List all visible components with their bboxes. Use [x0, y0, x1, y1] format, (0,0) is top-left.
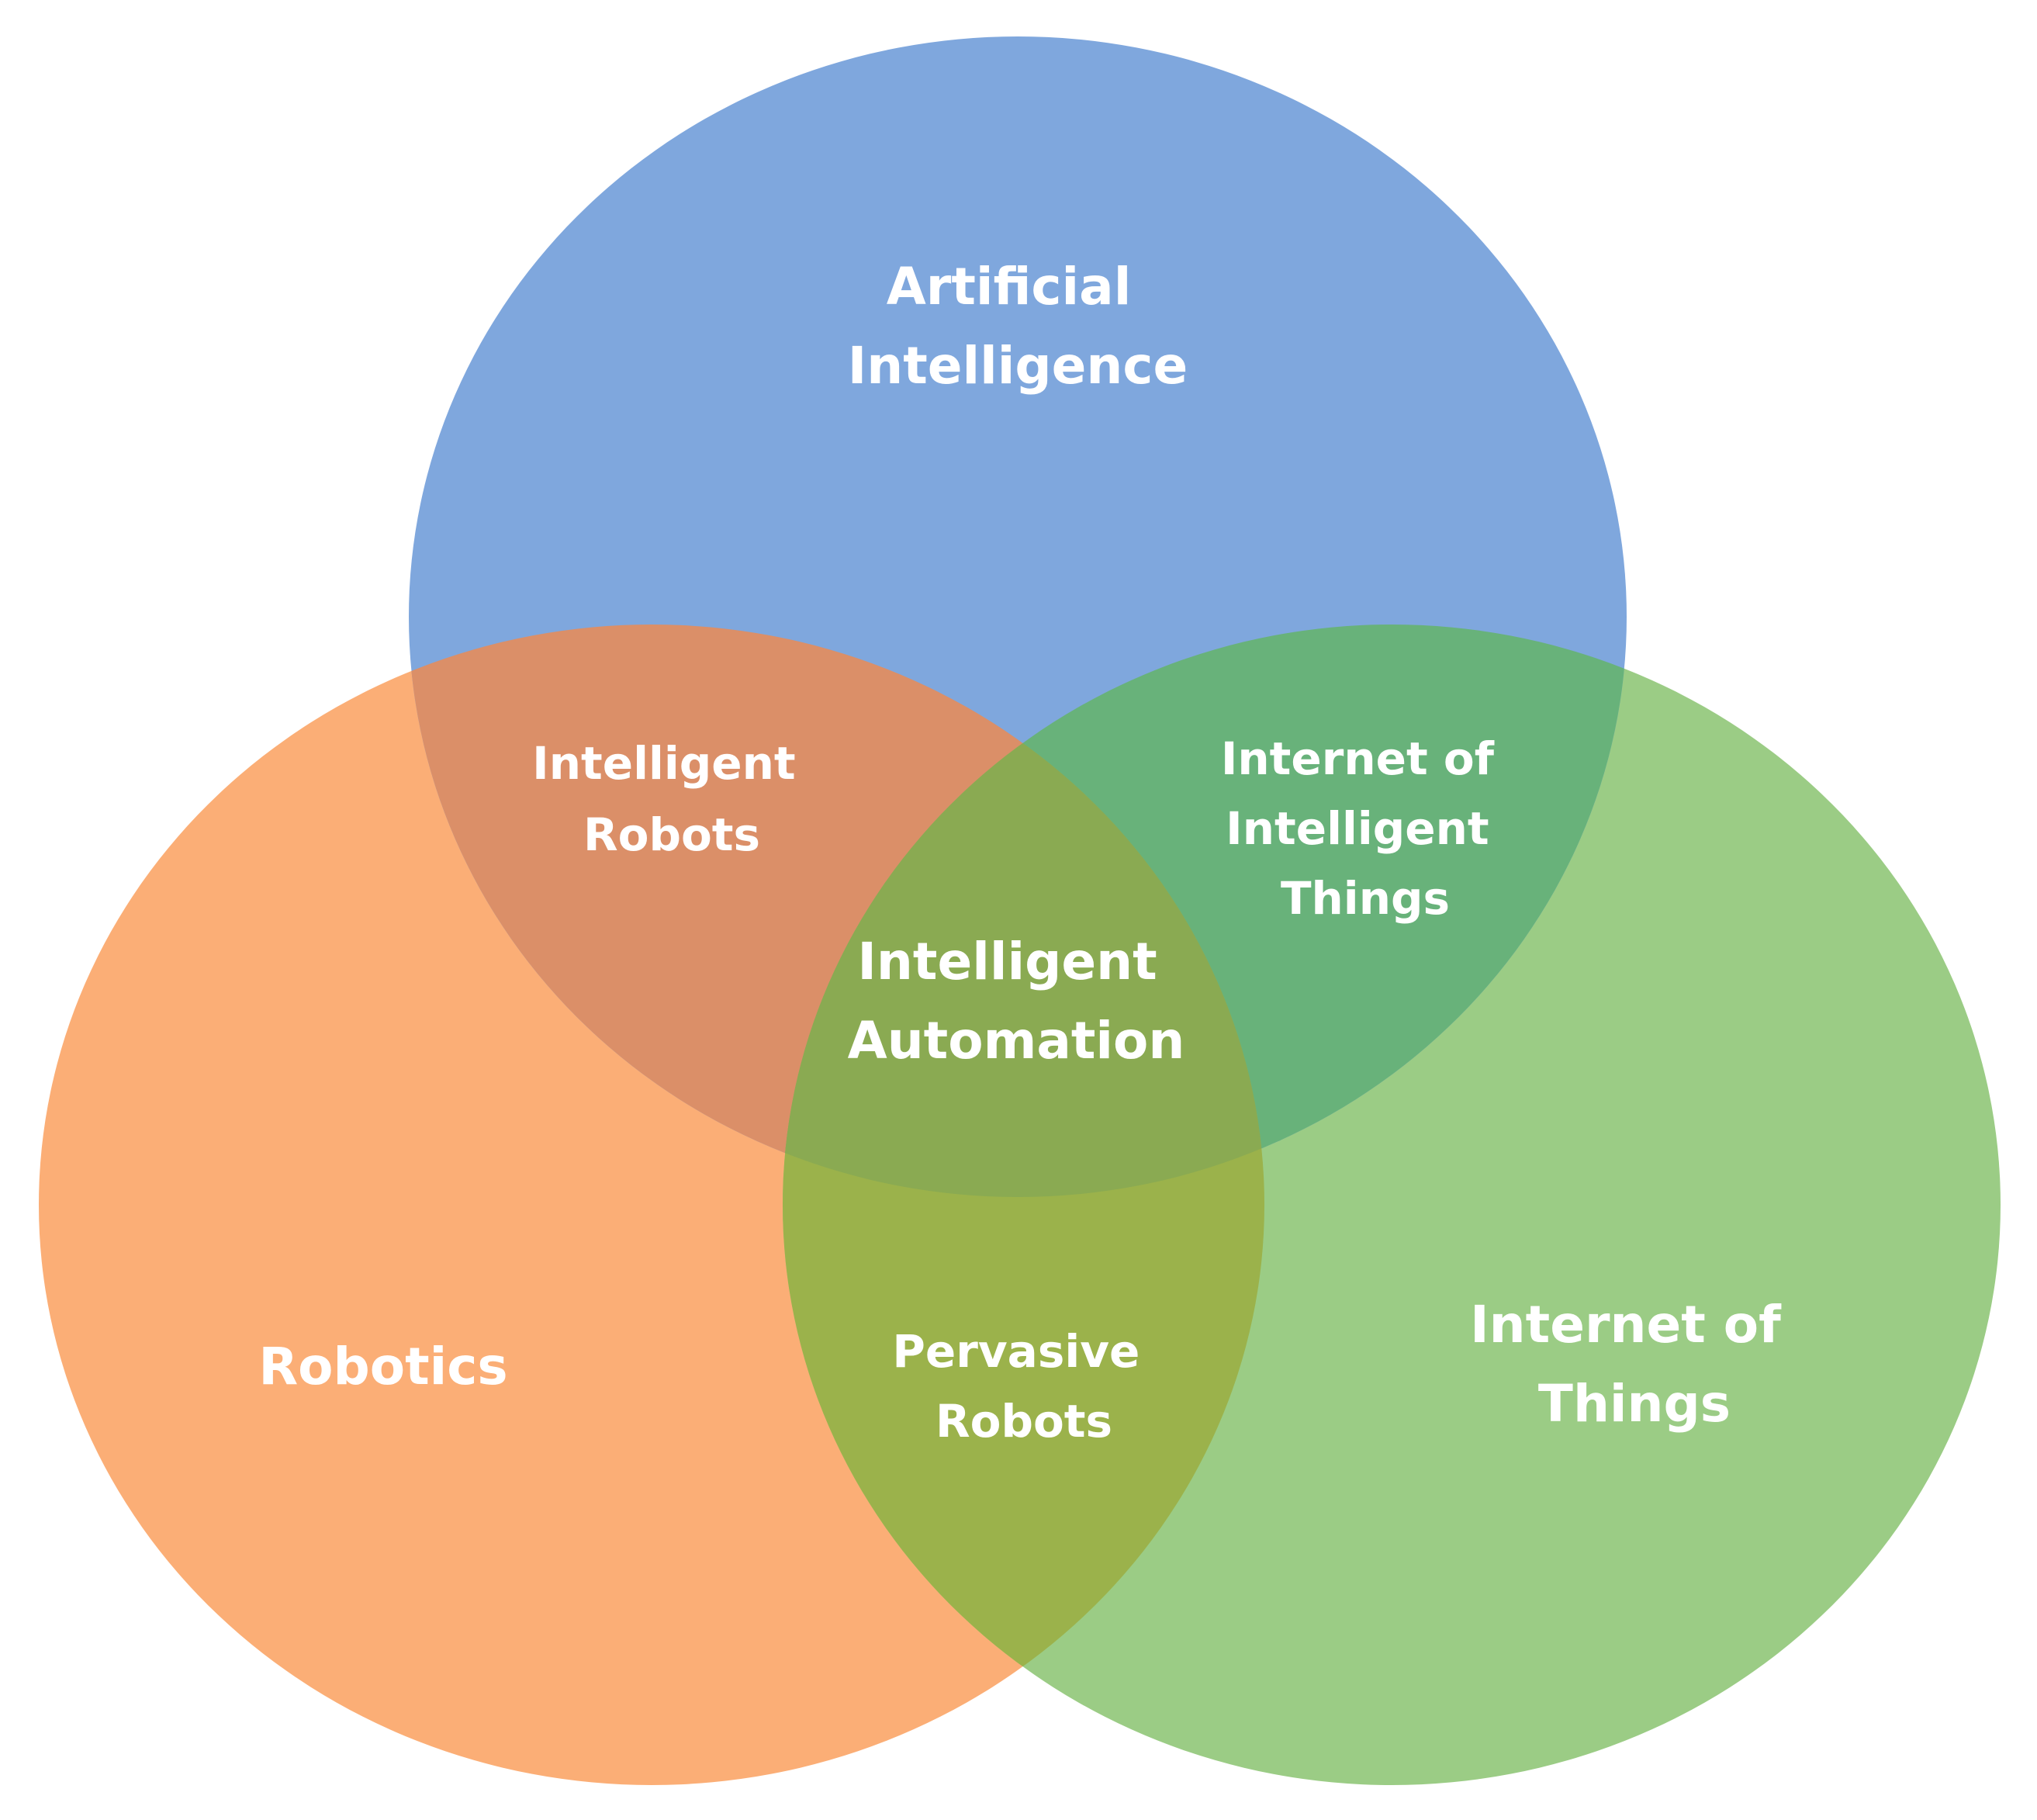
label-iot-line-1: Internet of [1470, 1295, 1782, 1355]
label-internet-of-intelligent-things: Internet of Intelligent Things [1221, 732, 1510, 925]
label-pervasive-robots-line-1: Pervasive [892, 1325, 1140, 1378]
label-intelligent-automation-line-2: Automation [848, 1011, 1185, 1071]
label-intelligent-automation: Intelligent Automation [848, 932, 1185, 1071]
label-intelligent-robots-line-2: Robots [583, 808, 760, 861]
label-pervasive-robots: Pervasive Robots [892, 1325, 1155, 1448]
label-robotics-line-1: Robotics [258, 1337, 507, 1396]
label-artificial-intelligence: Artificial Intelligence [848, 257, 1188, 396]
label-ai-line-2: Intelligence [848, 336, 1188, 396]
label-intelligent-robots: Intelligent Robots [532, 737, 811, 861]
center-overlap [783, 625, 1264, 1197]
label-ai-line-1: Artificial [887, 257, 1132, 317]
label-intelligent-robots-line-1: Intelligent [532, 737, 795, 790]
label-robotics: Robotics [258, 1337, 507, 1396]
label-intelligent-automation-line-1: Intelligent [857, 932, 1157, 991]
label-ioit-line-3: Things [1281, 872, 1450, 925]
label-pervasive-robots-line-2: Robots [935, 1395, 1112, 1448]
label-internet-of-things: Internet of Things [1470, 1295, 1799, 1434]
label-ioit-line-1: Internet of [1221, 732, 1495, 785]
label-iot-line-2: Things [1538, 1374, 1731, 1434]
label-ioit-line-2: Intelligent [1226, 802, 1489, 855]
